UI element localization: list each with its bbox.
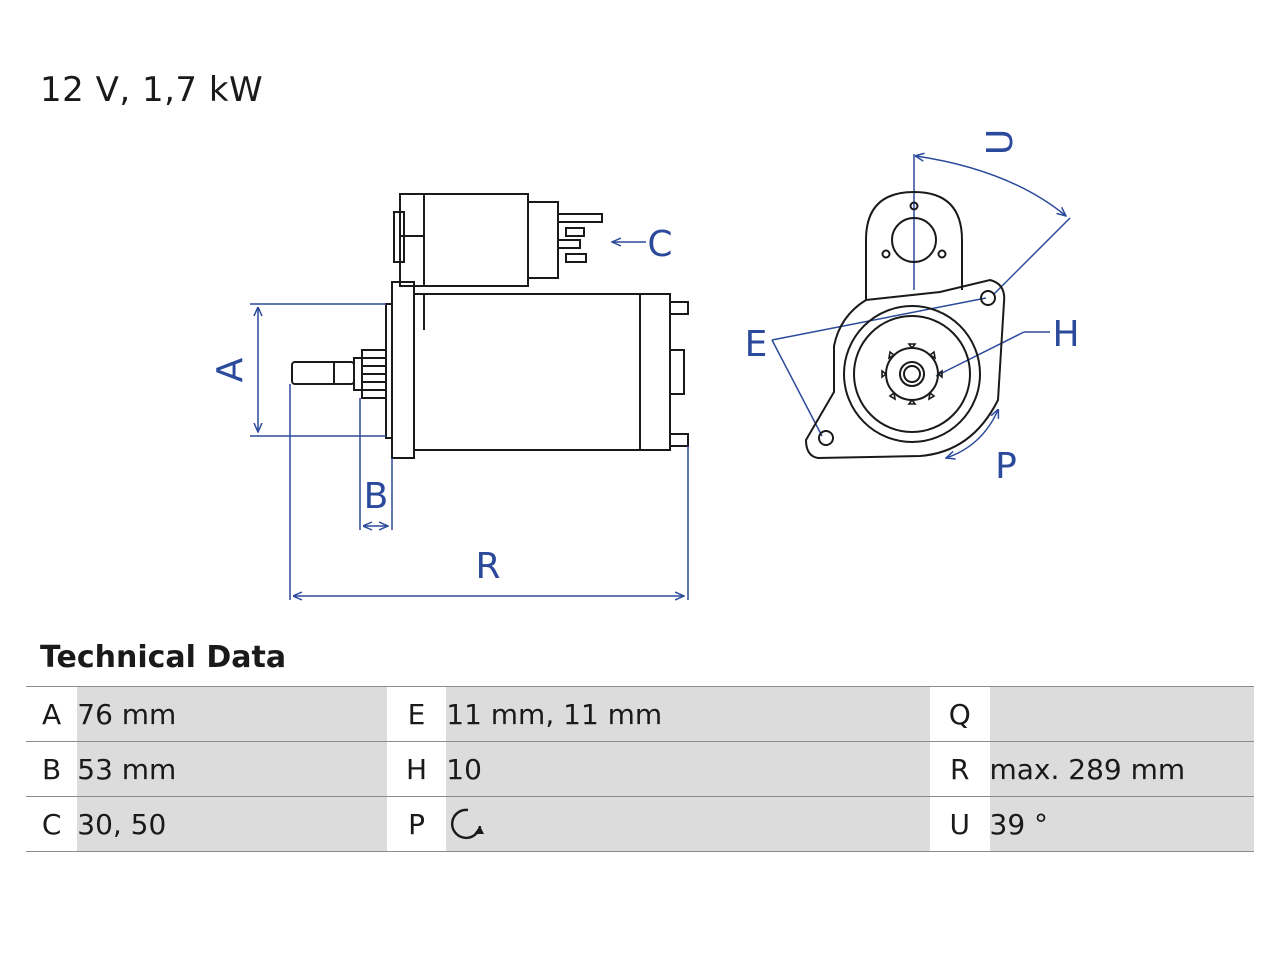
side-view xyxy=(291,193,689,459)
label-h: H xyxy=(1052,314,1079,355)
terminal-30 xyxy=(557,213,603,223)
mounting-flange xyxy=(391,281,415,459)
spec-key: Q xyxy=(930,686,990,742)
label-b: B xyxy=(364,476,389,517)
label-a: A xyxy=(210,357,251,382)
solenoid-cap xyxy=(527,201,559,279)
spec-value: 76 mm xyxy=(77,686,387,742)
spec-key: H xyxy=(386,741,447,797)
spec-key: P xyxy=(386,796,447,852)
spec-value: 11 mm, 11 mm xyxy=(446,686,931,742)
mount-hole-e2 xyxy=(818,430,834,446)
spec-value: 30, 50 xyxy=(77,796,387,852)
spec-value: 53 mm xyxy=(77,741,387,797)
end-cap xyxy=(639,293,671,451)
spec-value: 10 xyxy=(446,741,931,797)
spec-value-rotation xyxy=(446,796,931,852)
spec-key: E xyxy=(386,686,447,742)
solenoid-body xyxy=(423,193,529,287)
label-p: P xyxy=(995,446,1017,487)
spec-key: C xyxy=(26,796,78,852)
drive-shaft xyxy=(291,361,355,385)
product-title: 12 V, 1,7 kW xyxy=(40,70,264,110)
top-mounting-lug xyxy=(865,190,963,300)
housing-outer xyxy=(843,305,981,443)
housing-inner xyxy=(853,315,971,433)
spec-key: A xyxy=(26,686,78,742)
table-row: A 76 mm E 11 mm, 11 mm Q xyxy=(26,686,1254,742)
spec-key: U xyxy=(930,796,990,852)
motor-housing xyxy=(413,293,641,451)
flange-outline xyxy=(804,278,1006,460)
technical-data-table: A 76 mm E 11 mm, 11 mm Q B 53 mm H 10 R … xyxy=(26,686,1254,852)
front-view xyxy=(804,190,1006,460)
rotation-clockwise-icon xyxy=(451,808,485,840)
pinion-teeth xyxy=(881,343,943,405)
table-row: C 30, 50 P U 39 ° xyxy=(26,796,1254,852)
table-row: B 53 mm H 10 R max. 289 mm xyxy=(26,741,1254,797)
label-e: E xyxy=(745,324,768,365)
technical-data-heading: Technical Data xyxy=(40,640,287,675)
label-c: C xyxy=(647,224,672,265)
spec-value: max. 289 mm xyxy=(989,741,1254,797)
label-u: U xyxy=(980,129,1021,155)
label-r: R xyxy=(475,546,500,587)
spec-value xyxy=(989,686,1254,742)
starter-motor-drawing: A B C R U E H P xyxy=(210,129,1080,620)
dimension-lines xyxy=(250,154,1071,600)
spec-key: R xyxy=(930,741,990,797)
spec-key: B xyxy=(26,741,78,797)
spec-value: 39 ° xyxy=(989,796,1254,852)
mount-hole-e1 xyxy=(980,290,996,306)
